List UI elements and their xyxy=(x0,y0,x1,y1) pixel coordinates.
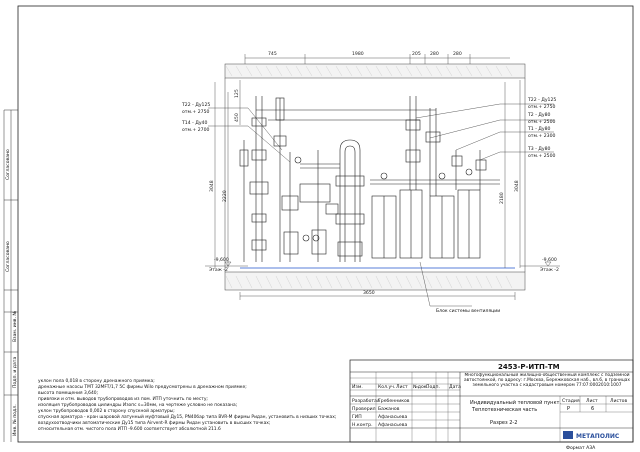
name-checker: Бажанов xyxy=(378,406,400,412)
name-ncontrol: Афанасьева xyxy=(378,422,407,428)
doc-code: 2453-Р-ИТП-ТМ xyxy=(498,363,560,371)
role-checker: Проверил xyxy=(352,406,376,412)
sheets-label: Листов xyxy=(610,398,627,404)
inv-replace-label: Взам. инв. № xyxy=(12,311,18,342)
level-right-label: Этаж -2 xyxy=(540,267,559,273)
role-developer: Разработал xyxy=(352,398,380,404)
title-line-1: Индивидуальный тепловой пункт. xyxy=(470,399,561,406)
title-block: 2453-Р-ИТП-ТМ Изм. Кол.уч. Лист №док. По… xyxy=(349,359,634,443)
hdr-sign: Подп. xyxy=(426,384,440,390)
note-7: спускная арматура - кран шаровой латунны… xyxy=(38,413,336,420)
role-gip: ГИП xyxy=(352,414,362,420)
project-desc-box: Многофункциональный жилищно-общественный… xyxy=(464,373,630,388)
dim-205: 205 xyxy=(412,51,421,57)
dim-2180-right: 2180 xyxy=(499,192,505,204)
company-logo: МЕТАПОЛИС xyxy=(563,431,620,440)
callout-t1-2: отм.+ 2300 xyxy=(528,133,555,139)
callout-t2-1: Т2 - Ду80 xyxy=(527,112,551,118)
dim-745: 745 xyxy=(268,51,277,57)
side-stamp: Согласовано Согласовано Взам. инв. № Под… xyxy=(3,109,18,442)
hdr-sheet: Лист xyxy=(396,384,408,390)
dim-1980: 1980 xyxy=(352,51,364,57)
callout-t3-2: отм.+ 2500 xyxy=(528,153,555,159)
level-right-mark: -9,600 xyxy=(542,257,557,263)
sheet-name: Разрез 2-2 xyxy=(490,420,517,426)
note-3: высота помещения 3,640; xyxy=(38,390,98,396)
company-name: МЕТАПОЛИС xyxy=(576,433,620,440)
sheet-label: Лист xyxy=(586,398,598,404)
notes: уклон пола 0,018 в сторону дренажного пр… xyxy=(38,378,336,432)
dim-2220-left: 2220 xyxy=(222,190,228,202)
note-6: уклон трубопроводов 0,002 в сторону спус… xyxy=(38,407,175,414)
callout-t14-2: отм.+ 2700 xyxy=(182,127,209,133)
inv-orig-label: Инв. № подл. xyxy=(12,404,18,436)
project-description: Многофункциональный жилищно-общественный… xyxy=(464,373,630,388)
dim-3048-right: 3048 xyxy=(514,180,520,192)
agreed-label-1: Согласовано xyxy=(5,149,11,180)
dim-3650: 3650 xyxy=(363,290,375,296)
level-mark-left: -9,600 Этаж -2 xyxy=(205,257,248,273)
building-section xyxy=(224,63,526,291)
sheet-frame xyxy=(17,5,634,443)
dim-125-left: 125 xyxy=(234,89,240,98)
dimension-labels: 745 1980 205 280 280 3048 2220 450 125 3… xyxy=(209,51,520,296)
callout-t1-1: Т1 - Ду80 xyxy=(527,126,551,132)
stage-value: Р xyxy=(567,406,570,412)
callout-t22-right-1: Т22 - Ду125 xyxy=(527,97,556,103)
stage-label: Стадия xyxy=(562,398,580,404)
note-9: относительная отм. чистого пола ИТП -9.6… xyxy=(38,425,221,432)
format-label: Формат А3А xyxy=(566,445,596,451)
title-line-2: Теплотехническая часть xyxy=(471,407,537,413)
hdr-doc: №док. xyxy=(413,384,428,390)
hdr-count: Кол.уч. xyxy=(378,384,395,390)
note-1: уклон пола 0,018 в сторону дренажного пр… xyxy=(38,378,155,384)
vent-block-label: Блок системы вентиляции xyxy=(436,308,500,314)
dimension-lines xyxy=(214,54,521,300)
dim-450-left: 450 xyxy=(234,113,240,122)
equipment-drawing xyxy=(239,96,500,262)
callout-t22-left-2: отм.+ 2750 xyxy=(182,109,209,115)
ceiling-slab xyxy=(224,63,526,79)
note-2: дренажные насосы ТМТ 32MFT/1,7 5С фирмы … xyxy=(38,384,247,390)
logo-mark-icon xyxy=(563,431,573,439)
level-mark-right: -9,600 Этаж -2 xyxy=(520,257,560,273)
sheet-number: 6 xyxy=(591,406,594,412)
note-8: воздухоотводчики автоматические Ду15 тип… xyxy=(38,420,270,426)
floor-slab xyxy=(224,271,526,291)
agreed-label-2: Согласовано xyxy=(5,241,11,272)
role-ncontrol: Н.контр. xyxy=(352,422,373,428)
callout-t22-right-2: отм.+ 2750 xyxy=(528,104,555,110)
callout-leaders xyxy=(208,103,554,307)
sign-date-label: Подп. и дата xyxy=(12,357,18,388)
callout-t14-1: Т14 - Ду40 xyxy=(181,120,207,126)
callout-t3-1: Т3 - Ду80 xyxy=(527,146,551,152)
level-left-mark: -9,600 xyxy=(214,257,229,263)
hdr-date: Дата xyxy=(449,384,461,390)
dim-3048-left: 3048 xyxy=(209,180,215,192)
name-gip: Афанасьева xyxy=(378,414,407,420)
note-5: изоляция трубопроводов цилиндры Изопс s=… xyxy=(38,401,237,408)
level-left-label: Этаж -2 xyxy=(209,267,228,273)
dim-280-b: 280 xyxy=(453,51,462,57)
dim-280-a: 280 xyxy=(430,51,439,57)
hdr-change: Изм. xyxy=(352,384,363,390)
callout-t22-left-1: Т22 - Ду125 xyxy=(181,102,210,108)
callout-t2-2: отм.+ 2500 xyxy=(528,119,555,125)
callouts: Т22 - Ду125 отм.+ 2750 Т14 - Ду40 отм.+ … xyxy=(181,97,556,314)
note-4: привязки и отм. выводов трубопроводов из… xyxy=(38,395,208,402)
name-developer: Гребенников xyxy=(378,398,410,404)
